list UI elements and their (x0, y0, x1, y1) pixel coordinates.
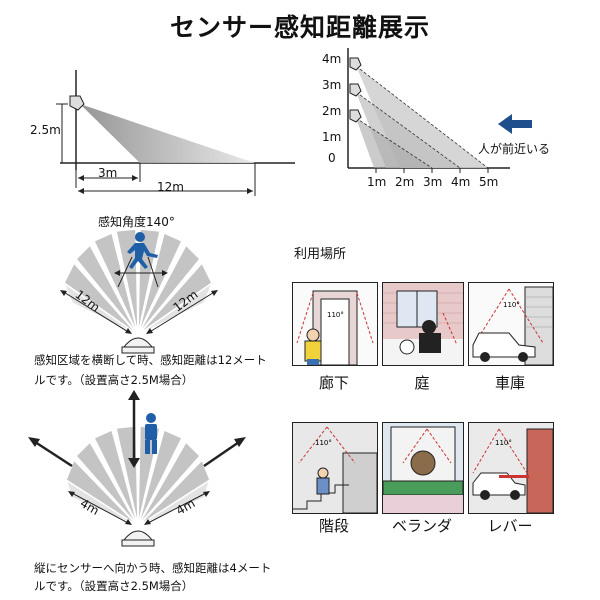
fan-bottom-diagram (28, 390, 246, 547)
side-beam (80, 104, 255, 163)
y-tick: 2m (322, 104, 342, 118)
sensor-icon (349, 83, 362, 97)
y-tick: 4m (322, 52, 342, 66)
side-view-diagram (56, 70, 295, 196)
fan-top-caption-line2: ルです。（設置高さ2.5M場合） (34, 373, 194, 387)
fan-bottom-caption-line1: 縦にセンサーへ向かう時、感知距離は4メート (34, 561, 272, 575)
fan-top-caption-line1: 感知区域を横断して時、感知距離は12メート (34, 353, 267, 367)
x-tick: 3m (423, 175, 443, 189)
usage-title: 利用場所 (294, 247, 347, 262)
place-image-garage: 110° (468, 282, 554, 366)
page-title: センサー感知距離展示 (169, 13, 430, 42)
sensor-icon (349, 57, 362, 71)
fan-top-diagram (60, 228, 218, 354)
arrow-left-icon (498, 114, 532, 134)
angle-text: 110° (327, 311, 344, 319)
place-label-garden: 庭 (414, 374, 430, 392)
place-image-veranda (382, 422, 464, 514)
y-tick: 3m (322, 78, 342, 92)
place-image-lever: 110° (468, 422, 554, 514)
x-tick: 1m (367, 175, 387, 189)
place-label-corridor: 廊下 (318, 374, 349, 392)
place-image-stairs: 110° (292, 422, 378, 514)
place-label-stairs: 階段 (318, 517, 349, 535)
side-far-label: 12m (157, 180, 184, 194)
sensor-icon (349, 109, 362, 123)
place-image-garden (382, 282, 464, 366)
sensor-icon (122, 530, 154, 541)
y-tick: 0 (328, 151, 336, 165)
angle-text: 110° (315, 439, 332, 447)
approach-label: 人が前近いる (478, 142, 551, 156)
place-image-corridor: 110° (292, 282, 378, 366)
sensor-icon (122, 337, 154, 348)
angle-text: 110° (503, 301, 520, 309)
x-tick: 5m (479, 175, 499, 189)
y-tick: 1m (322, 130, 342, 144)
place-label-garage: 車庫 (494, 374, 525, 392)
sensor-icon (69, 95, 85, 111)
x-tick: 2m (395, 175, 415, 189)
fan-angle-title: 感知角度140° (98, 215, 175, 229)
running-person-icon (127, 232, 158, 269)
place-label-veranda: ベランダ (391, 517, 452, 535)
angle-text: 110° (495, 439, 512, 447)
height-distance-diagram (347, 48, 532, 173)
side-near-label: 3m (98, 166, 118, 180)
fan-bottom-caption-line2: ルです。（設置高さ2.5M場合） (34, 579, 194, 593)
x-tick: 4m (451, 175, 471, 189)
place-label-lever: レバー (487, 517, 533, 535)
side-height-label: 2.5m (30, 123, 61, 137)
standing-person-icon (145, 413, 157, 454)
